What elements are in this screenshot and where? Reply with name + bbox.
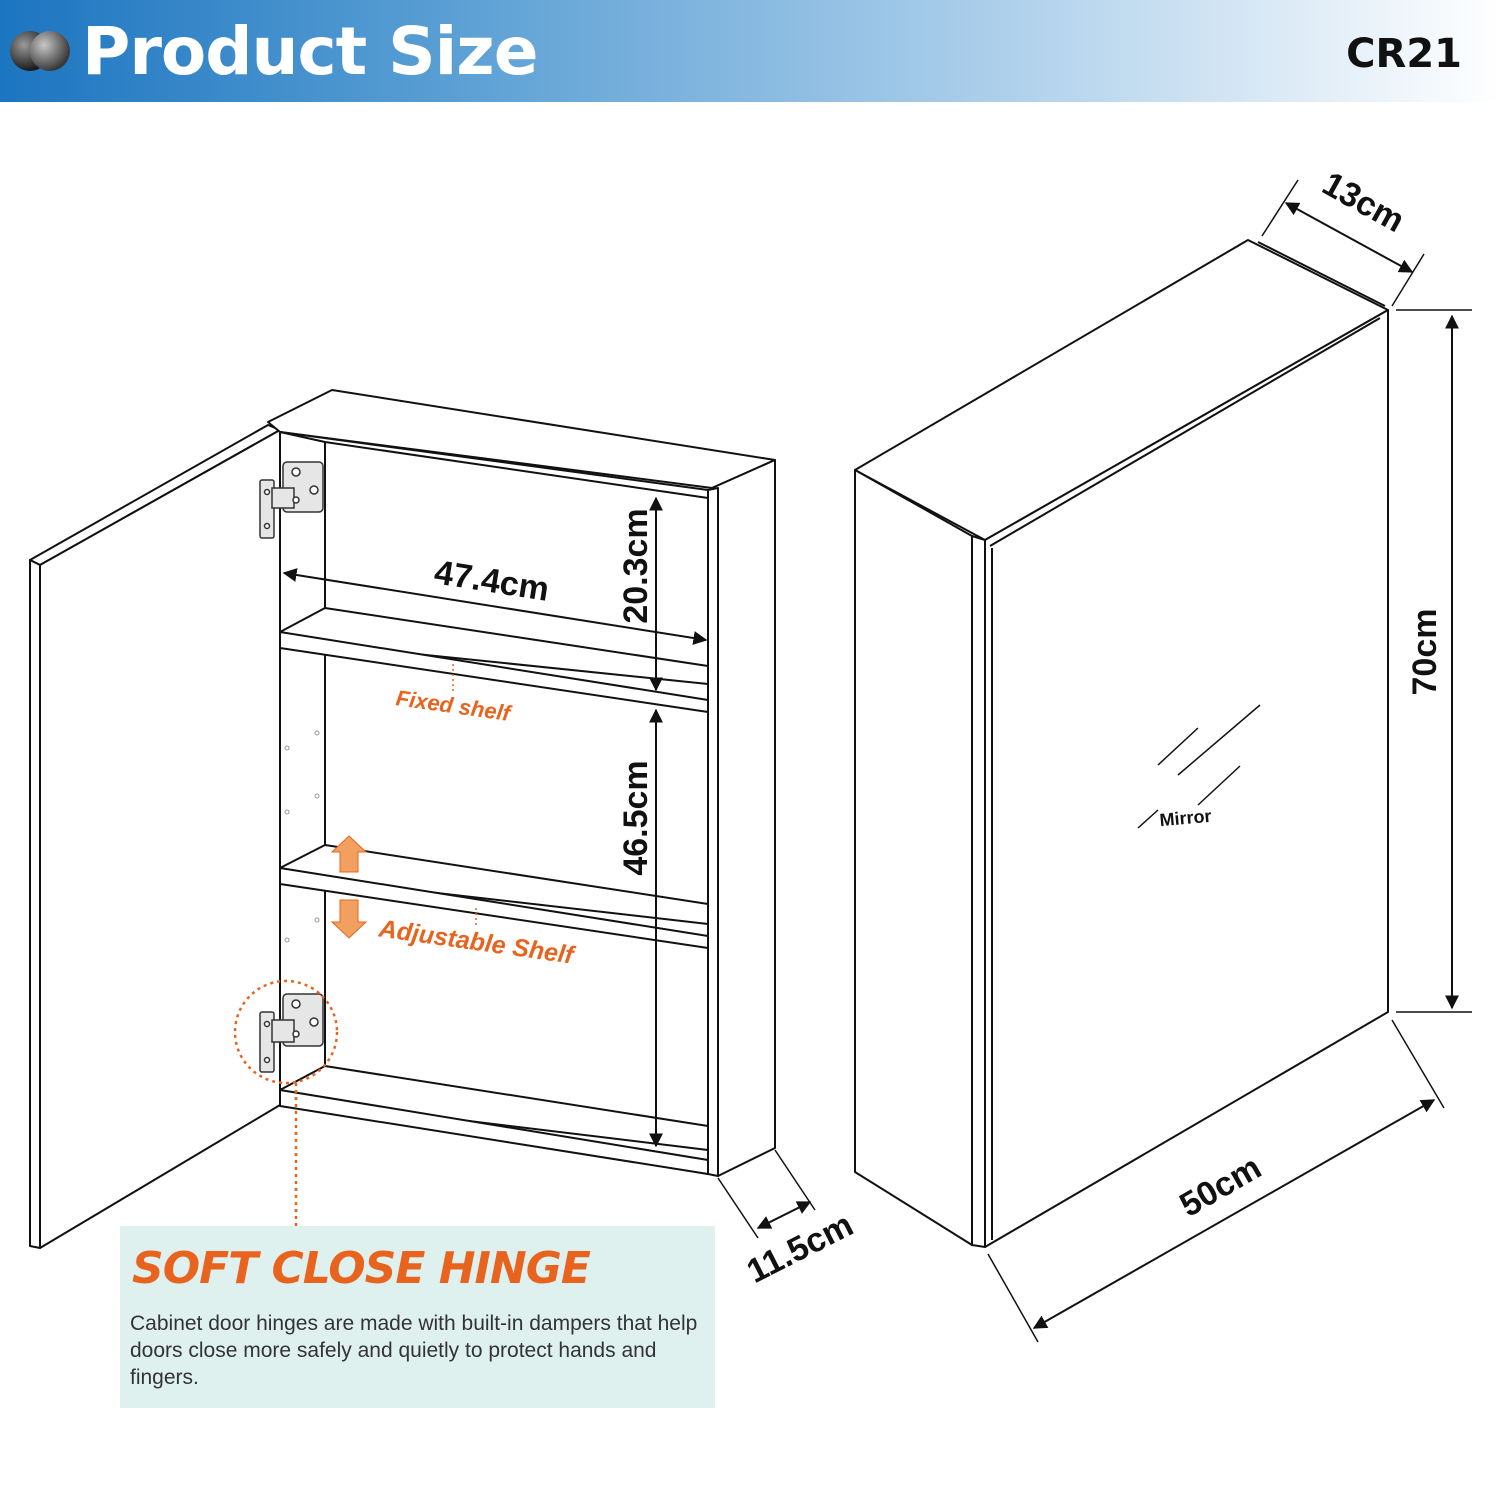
hinge-description: Cabinet door hinges are made with built-… — [130, 1312, 698, 1389]
page-title: Product Size — [82, 13, 538, 90]
bottom-hinge-icon — [259, 993, 324, 1073]
lower-compartment-label: 46.5cm — [617, 760, 655, 875]
model-number: CR21 — [1346, 31, 1462, 77]
hinge-highlight-circle — [233, 979, 339, 1085]
mirror-label: Mirror — [1159, 806, 1213, 830]
spheres-logo-icon — [10, 31, 70, 71]
closed-cabinet — [854, 239, 1389, 1248]
open-cabinet — [29, 389, 776, 1249]
depth-label: 13cm — [1316, 165, 1410, 240]
mirror-door — [984, 309, 1389, 1248]
adjustable-shelf — [279, 844, 709, 949]
dimension-20-3: 20.3cm — [617, 496, 663, 692]
height-label: 70cm — [1406, 609, 1444, 696]
dimension-11-5: 11.5cm — [717, 1149, 859, 1291]
adjustable-arrows-icon — [330, 835, 368, 939]
inner-depth-label: 11.5cm — [741, 1206, 859, 1291]
mirror-reflection-icon — [1137, 704, 1261, 829]
hinge-info-box: SOFT CLOSE HINGE Cabinet door hinges are… — [120, 1226, 715, 1408]
header-banner: Product Size CR21 — [0, 0, 1500, 102]
top-hinge-icon — [259, 461, 324, 539]
top-compartment-label: 20.3cm — [617, 508, 655, 623]
hinge-title: SOFT CLOSE HINGE — [132, 1243, 591, 1294]
dimension-46-5: 46.5cm — [617, 708, 663, 1148]
shelf-pin-holes — [284, 730, 320, 943]
dimension-70: 70cm — [1396, 309, 1472, 1013]
width-label: 50cm — [1173, 1148, 1267, 1224]
cabinet-side — [711, 459, 776, 1177]
